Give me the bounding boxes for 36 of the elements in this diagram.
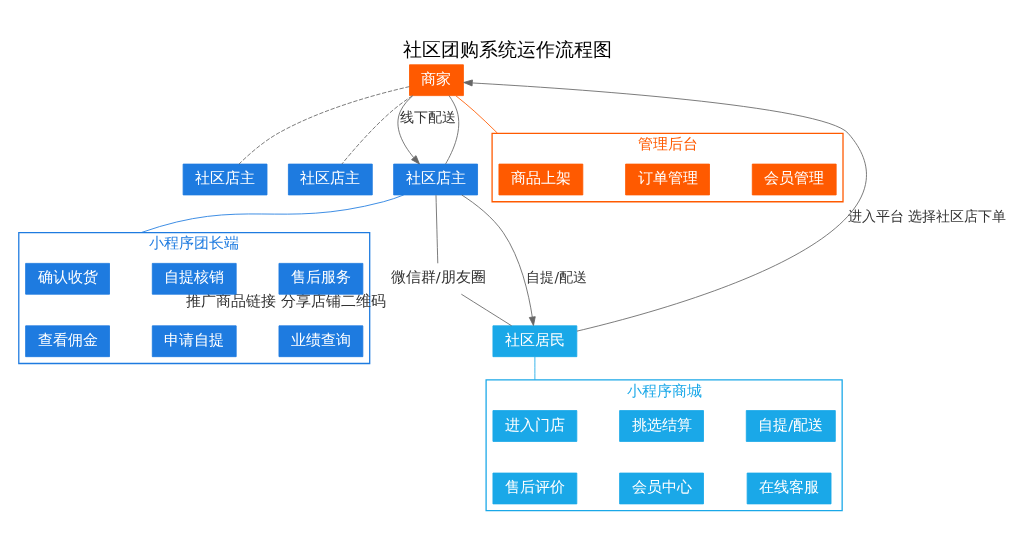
edge-label: 线下配送 [399, 108, 456, 125]
node-box: 社区居民 [492, 324, 578, 357]
connector [460, 293, 512, 326]
edge-label: 自提/配送 [526, 268, 588, 285]
node-text: 微信群/朋友圈 [390, 267, 486, 285]
node-box: 自提核销 [151, 262, 237, 295]
connector [534, 356, 536, 380]
node-box: 申请自提 [151, 324, 237, 357]
node-box: 会员中心 [619, 472, 704, 504]
node-box: 会员管理 [751, 163, 837, 195]
node-box: 售后评价 [492, 472, 578, 504]
diagram-title: 社区团购系统运作流程图 [403, 38, 612, 60]
node-box: 挑选结算 [619, 409, 704, 442]
node-box: 商家 [409, 63, 464, 96]
node-box: 社区店主 [287, 163, 373, 195]
connector [435, 194, 439, 264]
node-box: 在线客服 [746, 472, 832, 504]
connector [238, 85, 410, 164]
edge-label: 进入平台 选择社区店下单 [847, 207, 1007, 224]
node-box: 业绩查询 [278, 324, 364, 357]
node-box: 售后服务 [278, 262, 364, 295]
node-box: 社区店主 [393, 163, 478, 195]
connector [445, 94, 460, 164]
node-box: 查看佣金 [25, 324, 110, 357]
node-box: 社区店主 [182, 163, 268, 195]
node-box: 订单管理 [625, 163, 710, 195]
node-box: 进入门店 [492, 409, 578, 442]
node-box: 商品上架 [498, 163, 584, 195]
arrow [461, 194, 536, 326]
arrow [463, 79, 867, 332]
arrow [397, 94, 420, 164]
connector [140, 194, 405, 233]
node-box: 确认收货 [25, 262, 110, 295]
node-box: 自提/配送 [745, 409, 836, 442]
connector [455, 94, 498, 134]
connector [341, 94, 413, 164]
